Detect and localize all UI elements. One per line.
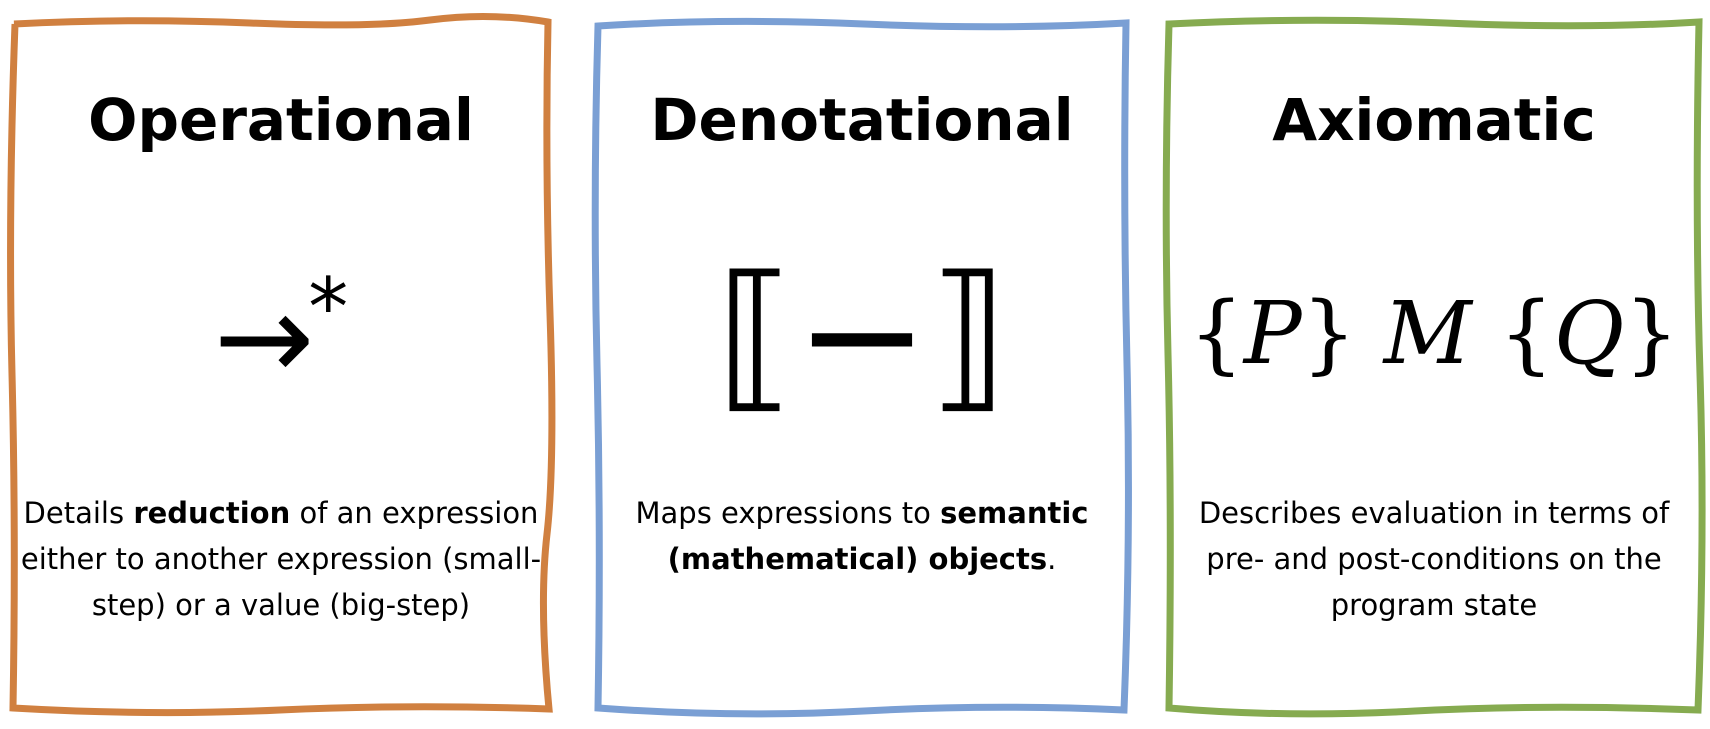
- panel-description: Details reduction of an expression eithe…: [20, 496, 542, 622]
- panel-title: Axiomatic: [1272, 86, 1596, 154]
- panel-description: Describes evaluation in terms of pre- an…: [1198, 496, 1670, 622]
- denotational-panel: Denotational ⟦−⟧ Maps expressions to sem…: [591, 14, 1132, 718]
- hoare-triple-symbol: {P} M {Q}: [1188, 284, 1679, 384]
- panel-border: [7, 12, 556, 717]
- semantic-brackets-symbol: ⟦−⟧: [715, 240, 1009, 428]
- panel-description: Maps expressions to semantic (mathematic…: [635, 496, 1089, 576]
- panel-title: Denotational: [650, 86, 1074, 154]
- panel-border: [1162, 16, 1706, 718]
- axiomatic-panel: Axiomatic {P} M {Q} Describes evaluation…: [1162, 14, 1706, 718]
- panel-title: Operational: [88, 86, 474, 154]
- operational-panel: Operational →* Details reduction of an e…: [7, 12, 556, 717]
- reduction-symbol: →*: [213, 260, 349, 408]
- panel-border: [591, 17, 1132, 718]
